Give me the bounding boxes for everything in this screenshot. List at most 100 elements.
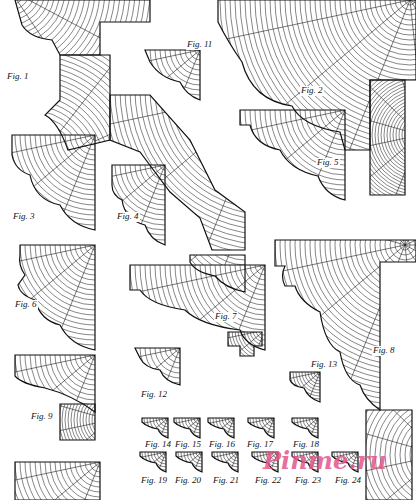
grain-ray [320, 372, 357, 392]
grain-ray [286, 418, 318, 425]
grain-ray [168, 386, 174, 418]
grain-ray [308, 387, 318, 418]
profile-13 [290, 372, 320, 402]
grain-ray [143, 50, 200, 98]
grain-ring [342, 57, 416, 213]
grain-ray [124, 332, 180, 348]
grain-ring [0, 30, 200, 240]
grain-ray [175, 418, 200, 439]
grain-ring [235, 0, 416, 220]
grain [5, 367, 195, 500]
grain-ray [56, 15, 95, 135]
grain-ray [287, 372, 320, 399]
grain-ray [180, 348, 186, 406]
grain-ring [365, 380, 416, 500]
grain-ray [410, 0, 416, 242]
grain-ring [0, 0, 25, 5]
grain-ray [95, 135, 108, 260]
grain-ray [200, 405, 230, 418]
grain-ray [138, 308, 180, 348]
grain-ray [95, 192, 214, 245]
grain-ray [9, 462, 100, 481]
figure-number: Fig. 24 [334, 476, 362, 486]
grain-ray [274, 405, 304, 418]
grain-ray [112, 221, 265, 265]
grain-ring [86, 396, 134, 444]
grain-ray [100, 462, 193, 463]
grain-ring [0, 0, 50, 30]
grain-ring [320, 0, 416, 90]
grain-ring [0, 20, 210, 250]
grain-ray [170, 452, 202, 459]
grain [0, 5, 225, 265]
grain-ray [1, 155, 95, 245]
grain-ray [274, 386, 280, 418]
grain-ring [230, 70, 416, 420]
watermark: Pinme.ru [262, 448, 388, 474]
grain-ray [200, 50, 208, 124]
grain-ring [0, 0, 80, 60]
profile-7 [130, 265, 265, 350]
grain-ring [360, 75, 416, 195]
grain-ring [348, 63, 416, 207]
grain-ray [110, 367, 119, 420]
grain-ring [0, 0, 75, 55]
grain-ray [265, 265, 282, 424]
grain-ring [0, 0, 45, 25]
grain-ray [165, 89, 224, 165]
grain-ring [92, 402, 128, 438]
grain-ray [168, 392, 188, 418]
figure-number: Fig. 14 [144, 440, 172, 450]
grain-ray [180, 291, 190, 348]
figure-number: Fig. 11 [186, 40, 213, 50]
grain-ray [71, 165, 165, 185]
profile-ground [145, 50, 200, 100]
grain-ring [345, 60, 416, 210]
figure-number: Fig. 8 [372, 346, 396, 356]
grain-ring [384, 99, 416, 171]
grain-ray [265, 312, 306, 330]
grain-ray [1, 328, 95, 355]
grain [205, 0, 416, 250]
grain-ring [281, 333, 359, 411]
grain-ray [91, 165, 165, 227]
grain-ring [0, 120, 220, 370]
grain-ring [0, 0, 55, 35]
profile-7 [228, 332, 262, 356]
grain-ray [224, 387, 234, 418]
grain-ray [216, 113, 265, 265]
grain-ray [212, 72, 345, 110]
grain-ray [0, 245, 95, 272]
grain-ring [235, 75, 416, 415]
grain-ray [234, 392, 254, 418]
figure-number: Fig. 20 [174, 476, 202, 486]
grain-ray [265, 330, 270, 375]
figure-number: Fig. 7 [214, 312, 238, 322]
grain-ray [318, 418, 347, 433]
grain-ray [65, 262, 95, 355]
grain-ray [172, 0, 410, 51]
grain-ray [165, 126, 253, 165]
grain-ray [136, 409, 168, 418]
grain-ray [95, 278, 155, 355]
grain-ray [320, 372, 324, 414]
grain-ray [100, 370, 116, 462]
grain-ray [29, 462, 100, 500]
grain-ray [24, 287, 95, 355]
grain-ring [290, 130, 416, 360]
grain-ring [10, 372, 190, 500]
grain-ring [220, 60, 416, 430]
grain-ray [202, 420, 208, 452]
grain [165, 0, 416, 245]
grain-ray [95, 245, 109, 374]
profile-3 [12, 135, 95, 230]
grain-ray [405, 38, 416, 245]
grain-ray [234, 405, 264, 418]
grain-ray [345, 0, 369, 110]
profile-6 [18, 245, 95, 350]
grain-ray [100, 462, 110, 500]
grain-ray [73, 139, 165, 165]
figure-number: Fig. 15 [174, 440, 202, 450]
grain-ring [200, 0, 416, 210]
